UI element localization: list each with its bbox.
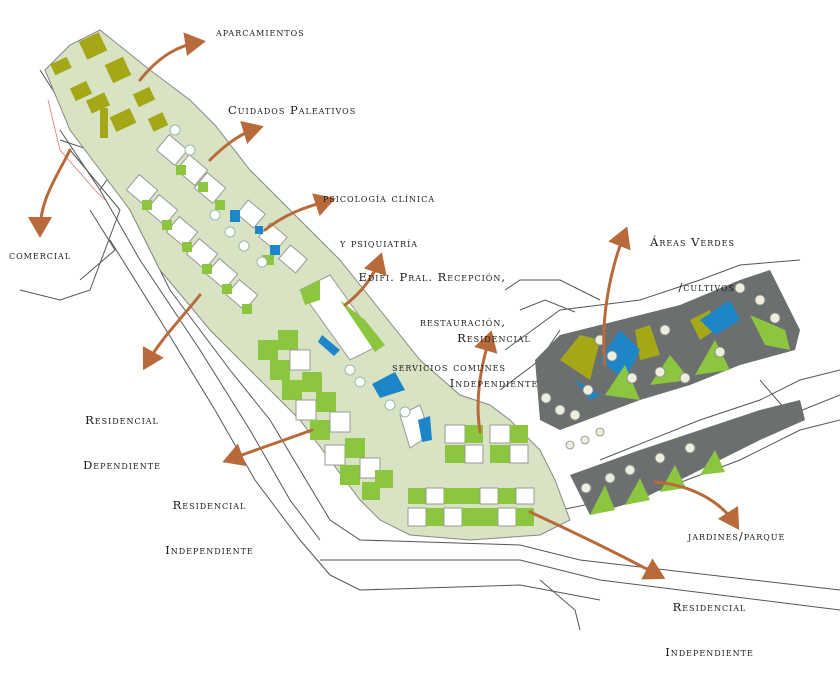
label-aparcamientos: aparcamientos bbox=[216, 25, 305, 39]
label-res-ind-center-line1: Residencial bbox=[457, 331, 531, 345]
arrow-res-ind-left bbox=[222, 428, 314, 467]
arrow-edifi bbox=[343, 252, 387, 307]
green-areas-cultivation bbox=[535, 270, 800, 430]
arrow-psicologia bbox=[263, 193, 336, 232]
green-areas-trees bbox=[540, 282, 781, 450]
label-cuidados-paleativos: Cuidados Paleativos bbox=[228, 103, 357, 117]
label-psicologia-line2: y psiquiatría bbox=[339, 236, 419, 250]
label-res-ind-bottom-line2: Independiente bbox=[665, 645, 754, 659]
parcel-boundary bbox=[47, 99, 106, 201]
label-edificio-principal: Edifi. Pral. Recepción, restauración, se… bbox=[356, 240, 506, 390]
label-res-ind-bottom-line1: Residencial bbox=[672, 600, 747, 614]
label-areas-line2: /cultivos bbox=[678, 280, 735, 294]
arrow-res-ind-center bbox=[474, 330, 498, 434]
label-psicologia-line1: psicología clínica bbox=[322, 191, 436, 205]
site-plan-map bbox=[19, 29, 840, 630]
arrow-aparcamientos bbox=[138, 32, 206, 82]
residential-dependent-blocks bbox=[125, 133, 308, 314]
label-res-dep-line1: Residencial bbox=[85, 413, 159, 427]
label-res-ind-bottom: Residencial Independiente bbox=[652, 570, 767, 675]
label-res-ind-left-line2: Independiente bbox=[165, 543, 254, 557]
label-edificio-line2: restauración, bbox=[419, 315, 506, 329]
residential-independent-blocks-center bbox=[444, 424, 529, 464]
parking-area bbox=[50, 32, 169, 138]
label-edificio-line1: Edifi. Pral. Recepción, bbox=[358, 270, 506, 284]
arrow-comercial bbox=[28, 148, 72, 238]
label-areas-verdes: Áreas Verdes /cultivos bbox=[620, 205, 735, 310]
label-res-dependiente: Residencial Dependiente bbox=[72, 383, 172, 488]
label-res-ind-center-line2: Independiente bbox=[449, 376, 539, 390]
arrow-res-dep bbox=[142, 293, 202, 371]
tree-row bbox=[169, 124, 411, 418]
arrow-res-ind-bottom bbox=[528, 510, 666, 580]
label-res-ind-center: Residencial Independiente bbox=[438, 301, 550, 406]
label-areas-line1: Áreas Verdes bbox=[650, 235, 735, 249]
label-res-ind-left: Residencial Independiente bbox=[152, 468, 267, 573]
label-jardines-parque: jardines/parque bbox=[688, 529, 786, 543]
arrow-jardines bbox=[653, 480, 740, 531]
arrow-cuidados bbox=[208, 120, 264, 162]
arrow-areas bbox=[602, 226, 631, 367]
label-edificio-line3: servicios comunes bbox=[392, 360, 506, 374]
residential-independent-blocks-left bbox=[258, 330, 393, 500]
gardens-park bbox=[570, 400, 805, 515]
label-comercial: comercial bbox=[9, 248, 72, 262]
label-res-ind-left-line1: Residencial bbox=[172, 498, 247, 512]
main-building bbox=[299, 274, 432, 449]
label-psicologia: psicología clínica y psiquiatría bbox=[305, 161, 453, 266]
label-arrows bbox=[28, 32, 740, 580]
label-res-dep-line2: Dependiente bbox=[83, 458, 161, 472]
